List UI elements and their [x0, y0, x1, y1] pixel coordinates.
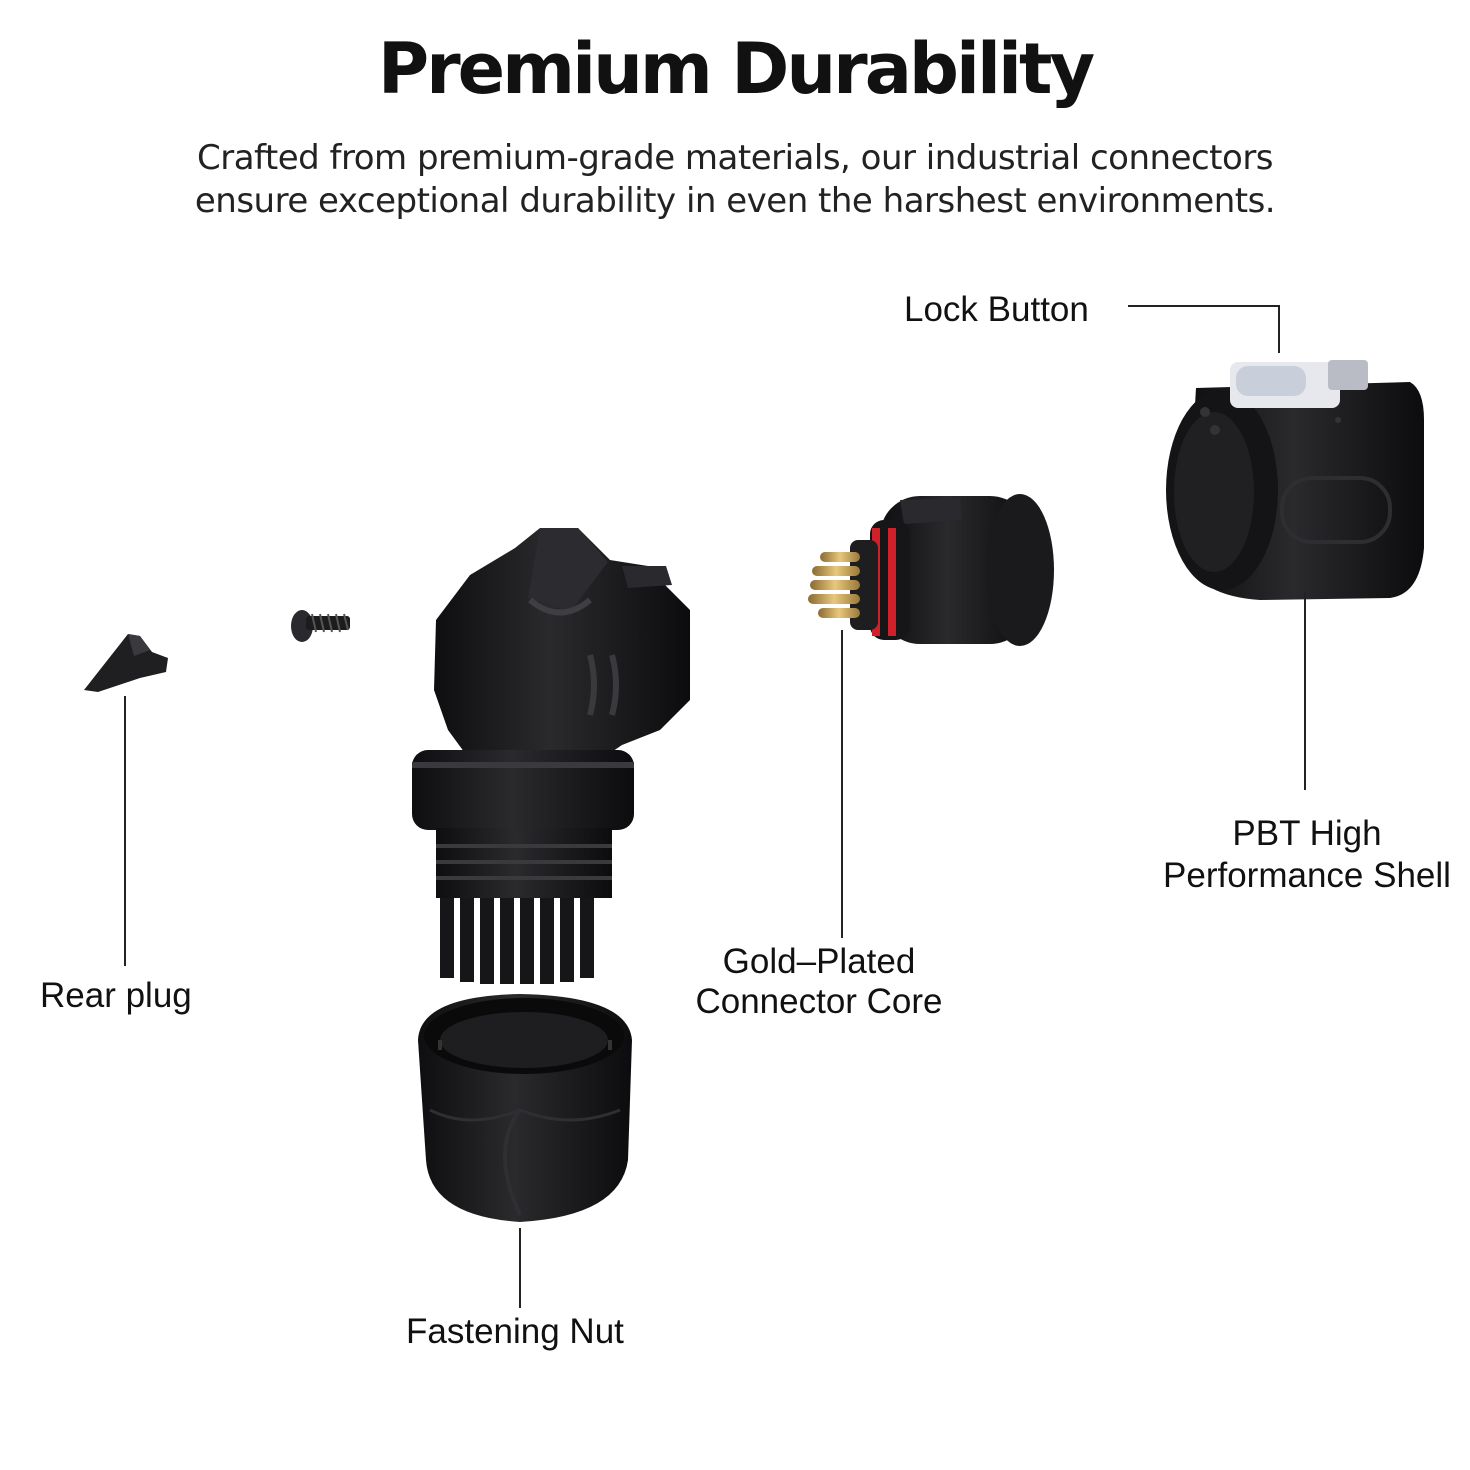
pbt-shell-part [1166, 360, 1424, 600]
screw-part [291, 610, 350, 642]
fastening-nut-part [418, 994, 632, 1222]
shell-label-line-2: Performance Shell [1163, 856, 1451, 895]
lock-button-leader-vertical [1278, 305, 1280, 353]
elbow-housing-part [412, 528, 690, 984]
rear-plug-part [84, 634, 168, 692]
nut-leader [519, 1228, 521, 1308]
connector-core-part [808, 494, 1054, 646]
subtitle-line-1: Crafted from premium-grade materials, ou… [196, 138, 1274, 178]
shell-leader [1304, 592, 1306, 790]
subtitle-line-2: ensure exceptional durability in even th… [194, 181, 1276, 221]
shell-label-line-1: PBT High [1232, 814, 1382, 853]
rear-plug-label: Rear plug [40, 976, 192, 1015]
lock-button-leader-horizontal [1128, 305, 1280, 307]
lock-button-label: Lock Button [904, 290, 1089, 329]
rear-plug-leader [124, 696, 126, 966]
core-label-line-2: Connector Core [695, 982, 943, 1021]
page-title: Premium Durability [377, 28, 1095, 110]
fastening-nut-label: Fastening Nut [406, 1312, 624, 1351]
core-label-line-1: Gold–Plated [722, 942, 916, 981]
core-leader [841, 630, 843, 938]
